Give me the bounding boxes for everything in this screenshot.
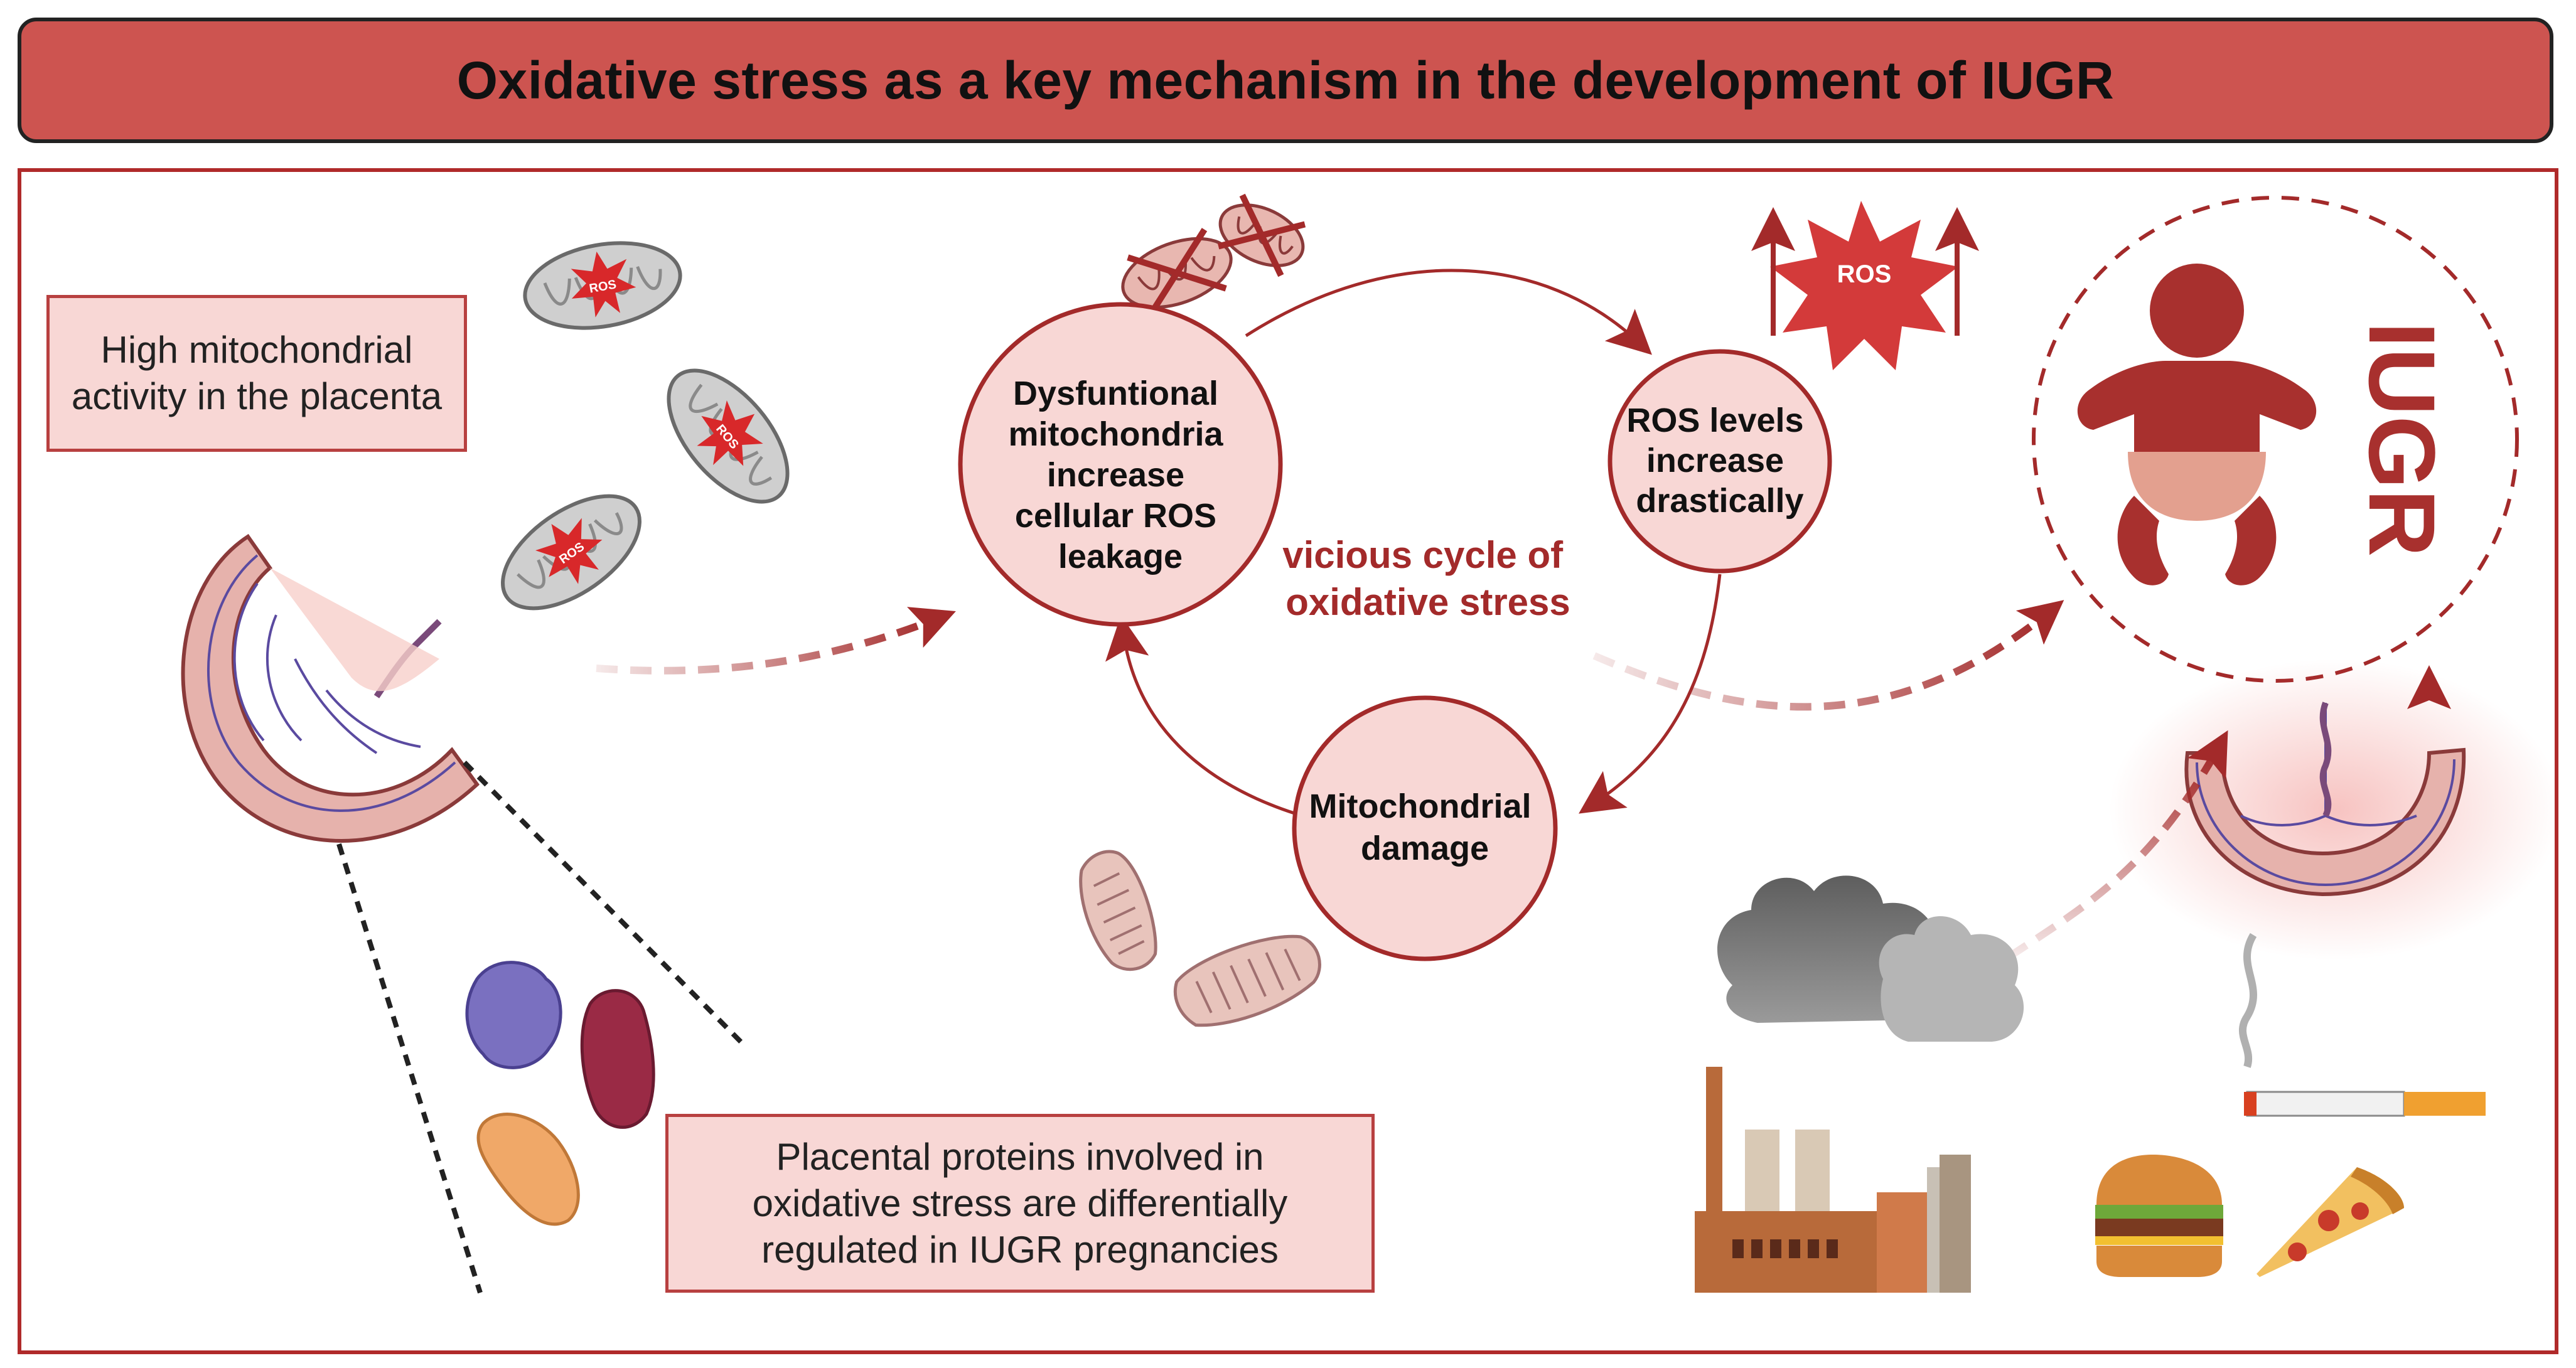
zoom-line-right xyxy=(463,761,746,1047)
arrow-pollution-to-placenta xyxy=(2006,730,2228,961)
node1-line: cellular ROS xyxy=(1015,497,1216,535)
node-mitochondrial-damage xyxy=(1292,695,1558,961)
node1-line: mitochondria xyxy=(1008,415,1223,453)
placental-proteins-box: Placental proteins involved in oxidative… xyxy=(665,1114,1375,1293)
node1-label: Dysfuntional mitochondria increase cellu… xyxy=(1008,375,1232,575)
content-frame xyxy=(18,168,2558,1354)
iugr-dashed-circle xyxy=(2032,196,2519,683)
pizza-slice-icon xyxy=(2257,1167,2404,1277)
cycle-arrow-2 xyxy=(1579,574,1722,814)
burger-icon xyxy=(2095,1155,2223,1277)
node3-line: Mitochondrial xyxy=(1309,788,1532,825)
figure-title: Oxidative stress as a key mechanism in t… xyxy=(456,50,2115,110)
damaged-mitochondrion-icon-2 xyxy=(1173,934,1321,1027)
mitochondrion-ros-icon-3: ROS xyxy=(501,494,641,611)
vicious-cycle-label: vicious cycle of oxidative stress xyxy=(1282,534,1574,623)
protein-orange-icon xyxy=(476,1113,580,1226)
placenta-right-illustration xyxy=(2184,702,2466,897)
mitochondrion-ros-icon-2: ROS xyxy=(667,368,790,504)
crossed-mitochondria-icon xyxy=(1121,193,1306,318)
node2-line: increase xyxy=(1646,442,1784,479)
damaged-mitochondrion-icon-1 xyxy=(1079,850,1157,971)
baby-icon xyxy=(2077,264,2317,585)
node-ros-levels xyxy=(1607,349,1832,574)
placenta-glow xyxy=(2109,659,2561,960)
placental-proteins-text: Placental proteins involved in oxidative… xyxy=(752,1135,1288,1271)
title-banner: Oxidative stress as a key mechanism in t… xyxy=(18,18,2553,143)
ros-burst-icon: ROS xyxy=(1770,201,1958,370)
node2-line: ROS levels xyxy=(1626,402,1803,439)
mitochondrial-activity-text: High mitochondrial activity in the place… xyxy=(71,329,443,417)
protein-purple-icon xyxy=(465,961,562,1069)
cycle-arrow-3 xyxy=(1105,615,1303,818)
node-dysfunctional-mitochondria xyxy=(958,302,1283,627)
arrow-cycle-to-iugr xyxy=(1592,600,2064,711)
cigarette-icon xyxy=(2238,932,2486,1117)
zoom-line-left xyxy=(336,843,483,1294)
node1-line: increase xyxy=(1047,456,1184,494)
factory-icon xyxy=(1695,875,2024,1293)
vicious-cycle-line: vicious cycle of xyxy=(1282,534,1564,576)
node1-line: leakage xyxy=(1058,538,1183,575)
node3-line: damage xyxy=(1361,830,1489,867)
vicious-cycle-line: oxidative stress xyxy=(1285,581,1570,623)
node3-label: Mitochondrial damage xyxy=(1309,788,1541,867)
cycle-arrow-1 xyxy=(1245,269,1652,355)
protein-maroon-icon xyxy=(580,989,655,1129)
node2-line: drastically xyxy=(1636,482,1803,520)
node1-line: Dysfuntional xyxy=(1013,375,1218,412)
iugr-label: IUGR xyxy=(2349,322,2455,557)
node2-label: ROS levels increase drastically xyxy=(1626,402,1813,520)
ros-burst-label: ROS xyxy=(1837,260,1892,288)
mitochondrion-ros-icon-1: ROS xyxy=(523,241,682,330)
arrow-placenta-to-cycle xyxy=(596,607,956,675)
placenta-left-illustration xyxy=(181,533,480,843)
mitochondrial-activity-box: High mitochondrial activity in the place… xyxy=(46,295,467,452)
